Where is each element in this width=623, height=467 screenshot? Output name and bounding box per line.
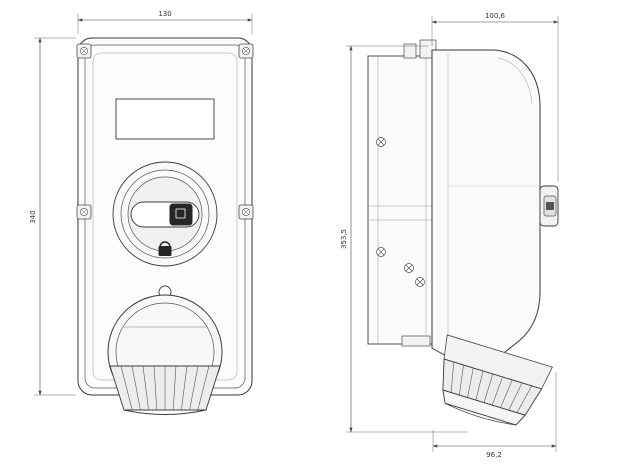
dim-label-side-depth: 100,6 — [485, 12, 506, 20]
dim-side-depth: 100,6 — [431, 12, 559, 182]
mounting-tab-mid-left — [76, 204, 92, 220]
side-body — [431, 49, 541, 357]
label-window — [115, 98, 215, 140]
switch-handle — [130, 201, 200, 228]
bottom-clip — [401, 335, 431, 347]
dim-side-bottom: 96,2 — [432, 372, 557, 459]
dim-label-side-height: 353,5 — [340, 229, 348, 249]
lock-icon — [158, 241, 172, 256]
dim-label-side-bottom: 96,2 — [486, 451, 502, 459]
rotary-switch — [112, 161, 218, 267]
dim-label-front-height: 340 — [29, 210, 37, 223]
screw-small-2 — [415, 277, 425, 287]
screw-small-1 — [404, 263, 414, 273]
screw-mid — [376, 247, 386, 257]
dim-front-height: 340 — [29, 37, 76, 396]
front-view: 130 340 — [29, 10, 254, 415]
dim-front-width: 130 — [77, 10, 253, 34]
socket-outlet — [107, 294, 223, 415]
dim-label-front-width: 130 — [158, 10, 171, 18]
side-socket-cap — [442, 389, 526, 426]
socket-ribs — [109, 365, 221, 415]
dim-side-height: 353,5 — [340, 45, 468, 433]
mounting-plate — [367, 39, 437, 347]
mounting-tab-mid-right — [238, 204, 254, 220]
side-socket — [442, 334, 553, 426]
top-clip-small — [403, 43, 417, 59]
mounting-tab-top-right — [238, 43, 254, 59]
side-view: 100,6 353,5 96,2 — [340, 12, 559, 459]
side-switch-handle — [539, 185, 559, 227]
mounting-tab-top-left — [76, 43, 92, 59]
screw-top — [376, 137, 386, 147]
